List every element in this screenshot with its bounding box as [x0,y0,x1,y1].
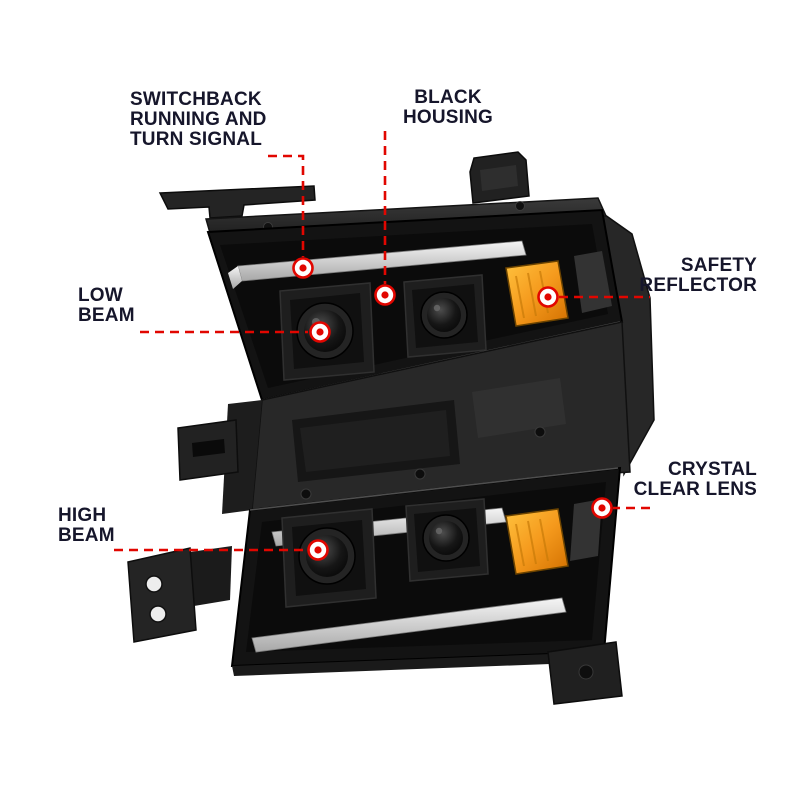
housing-recess-face [300,410,450,472]
callout-black-housing-label: BLACK HOUSING [392,88,504,128]
callout-line: LOW [78,285,123,306]
lower-lens-unit [230,466,622,668]
upper-projector-lens [427,298,461,332]
housing-right-bracket [472,378,566,438]
screw-head [300,488,312,500]
lens-highlight [435,527,443,535]
screw-head [515,201,525,211]
callout-line: BEAM [58,525,115,546]
safety-reflector-lower [505,508,569,575]
left-mounting-foot [127,547,197,643]
callout-markers [292,257,613,561]
foot-connector [190,546,232,606]
bottom-edge [232,652,604,676]
drl-strip-end [228,266,242,289]
callout-line: BLACK [414,87,482,108]
low-beam-marker [309,321,331,343]
callout-low-beam-label: LOW BEAM [78,286,135,326]
callout-high-beam-label: HIGH BEAM [58,506,115,546]
safety-reflector-marker [537,286,559,308]
headlight-body [127,151,655,705]
callout-line: REFLECTOR [639,275,757,296]
callout-line: HOUSING [402,107,494,128]
lens-highlight [433,304,441,312]
screw-head [534,426,546,438]
callout-line: CRYSTAL [667,459,757,480]
upper-end-cap [574,251,612,313]
bracket-slot [192,439,225,457]
callout-line: BEAM [78,305,135,326]
callout-switchback-label: SWITCHBACK RUNNING AND TURN SIGNAL [130,90,267,150]
callout-line: CLEAR LENS [633,479,757,500]
mounting-hole [145,575,163,593]
callout-safety-reflector-label: SAFETY REFLECTOR [639,256,757,296]
mount-socket [578,664,594,680]
top-bracket-arm [158,185,316,219]
high-beam-marker [307,539,329,561]
crystal-clear-lens-marker [591,497,613,519]
callout-line: TURN SIGNAL [130,129,263,150]
tab-face [480,165,518,191]
callout-line: RUNNING AND [130,109,267,130]
middle-housing [127,321,631,643]
lower-drl-strip-bottom [251,597,567,653]
reflector-hatching [515,518,549,567]
switchback-marker [292,257,314,279]
mounting-hole [149,605,167,623]
callout-line: SWITCHBACK [130,89,262,110]
callout-leader-lines [114,131,650,552]
screw-head [414,468,426,480]
black-housing-marker [374,284,396,306]
callout-line: HIGH [58,505,107,526]
callout-line: SAFETY [680,255,757,276]
lens-edge-highlight [249,467,619,511]
safety-reflector-upper [505,260,569,327]
upper-lens-unit [206,208,624,402]
lower-projector-lens [429,521,463,555]
switchback-leader-line [268,154,305,257]
callout-crystal-clear-lens-label: CRYSTAL CLEAR LENS [634,460,757,500]
